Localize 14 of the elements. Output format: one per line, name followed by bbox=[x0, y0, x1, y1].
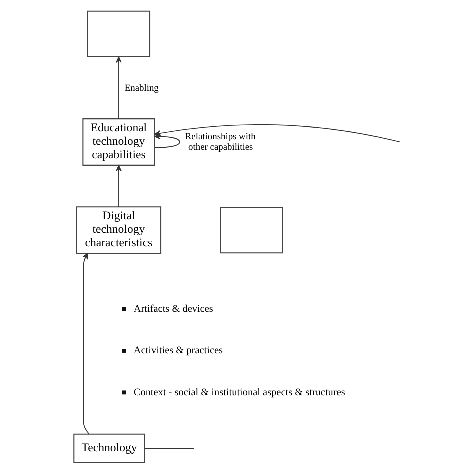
label: Context - social & institutional aspects & structures bbox=[133, 387, 345, 398]
arrow bbox=[116, 165, 122, 208]
label: Activities & practices bbox=[133, 346, 223, 357]
label: Artifacts & devices bbox=[133, 304, 213, 316]
arrow bbox=[116, 56, 122, 120]
node-box bbox=[220, 207, 283, 254]
connector bbox=[144, 448, 194, 449]
node-box: Educational technology capabilities bbox=[82, 118, 155, 166]
node-box: Technology bbox=[73, 434, 145, 464]
edge-label: Relationships with other capabilities bbox=[184, 132, 256, 153]
node-box bbox=[86, 10, 150, 58]
arrow bbox=[82, 253, 90, 435]
edge-label: Enabling bbox=[124, 84, 158, 94]
node-box: Digital technology characteristics bbox=[76, 206, 162, 254]
